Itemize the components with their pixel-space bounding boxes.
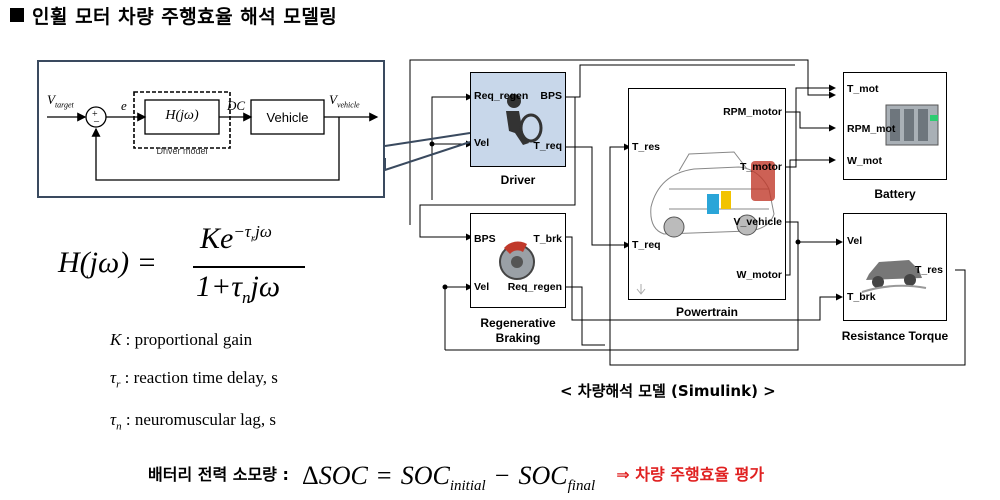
regen-braking-block[interactable]: BPS Vel T_brk Req_regen (470, 213, 566, 308)
definition-tau-n: τn : neuromuscular lag, s (110, 410, 276, 433)
resistance-port-t-brk: T_brk (847, 291, 876, 303)
battery-label: Battery (874, 187, 916, 201)
driver-block[interactable]: Req_regen Vel BPS T_req (470, 72, 566, 167)
vehicle-block-label: Vehicle (266, 110, 309, 125)
soc-minus: − (494, 461, 510, 490)
controller-label: H(jω) (165, 108, 199, 123)
driver-port-t-req: T_req (533, 140, 562, 152)
tf-numerator: Ke−τrjω (200, 222, 272, 255)
control-loop-panel: Vtarget + _ e H(jω) Driver model DC Vehi… (37, 60, 385, 198)
powertrain-port-t-motor: T_motor (740, 161, 782, 173)
resistance-port-t-res: T_res (914, 264, 943, 276)
battery-port-t-mot: T_mot (847, 83, 879, 95)
soc-term: SOC (318, 461, 368, 490)
tf-fraction-bar (193, 266, 305, 268)
model-caption: < 차량해석 모델 (Simulink) > (560, 382, 776, 400)
sum-minus-sign: _ (94, 112, 99, 123)
driver-port-bps: BPS (540, 90, 562, 102)
powertrain-label: Powertrain (675, 305, 738, 319)
soc-label: 배터리 전력 소모량 : (148, 465, 289, 484)
battery-port-rpm-mot: RPM_mot (847, 123, 896, 135)
soc-final-term: SOCfinal (518, 461, 596, 495)
soc-initial-term: SOCinitial (400, 461, 486, 495)
definition-tau-r: τr : reaction time delay, s (110, 368, 278, 391)
battery-pack-icon (885, 104, 939, 146)
soc-conclusion: ⇒ 차량 주행효율 평가 (616, 465, 765, 484)
error-label: e (121, 98, 127, 113)
control-loop-diagram (47, 91, 379, 181)
v-vehicle-label: Vvehicle (329, 92, 360, 110)
regen-port-req-regen: Req_regen (507, 281, 562, 293)
regen-port-vel: Vel (474, 281, 490, 293)
v-target-label: Vtarget (47, 92, 74, 110)
regen-port-bps: BPS (474, 233, 496, 245)
powertrain-block[interactable]: T_res T_req RPM_motor T_motor V_vehicle … (628, 88, 786, 300)
resistance-port-vel: Vel (847, 235, 863, 247)
soc-equals: = (376, 461, 392, 490)
regen-port-t-brk: T_brk (533, 233, 562, 245)
powertrain-port-rpm-motor: RPM_motor (723, 106, 782, 118)
tf-lhs: H(jω) = (58, 246, 157, 279)
tf-denominator: 1+τnjω (196, 270, 281, 307)
driver-model-label: Driver model (156, 146, 208, 156)
car-chassis-icon (636, 151, 775, 295)
dc-label: DC (227, 98, 246, 113)
resistance-label: Resistance Torque (841, 329, 949, 343)
powertrain-port-t-res: T_res (632, 141, 661, 153)
bullet-square-icon (10, 8, 24, 22)
powertrain-port-t-req: T_req (632, 239, 661, 251)
brake-disc-icon (499, 241, 535, 280)
resistance-torque-block[interactable]: Vel T_brk T_res (843, 213, 947, 321)
battery-port-w-mot: W_mot (847, 155, 882, 167)
driver-wheel-icon (506, 94, 543, 145)
sum-plus-sign: + (92, 109, 98, 120)
page-title: 인휠 모터 차량 주행효율 해석 모델링 (10, 2, 337, 29)
battery-block[interactable]: T_mot RPM_mot W_mot (843, 72, 947, 180)
powertrain-port-w-motor: W_motor (736, 269, 783, 281)
powertrain-port-v-vehicle: V_vehicle (733, 216, 782, 228)
driver-port-vel: Vel (474, 137, 490, 149)
definition-k: K : proportional gain (110, 330, 253, 349)
driver-port-req-regen: Req_regen (474, 90, 529, 102)
soc-delta: Δ (301, 461, 319, 490)
soc-equation-line: 배터리 전력 소모량 : ΔSOC = SOCinitial − SOCfina… (148, 461, 908, 497)
offroad-car-icon (861, 260, 927, 293)
page-title-text: 인휠 모터 차량 주행효율 해석 모델링 (32, 6, 338, 28)
driver-label: Driver (500, 173, 536, 187)
